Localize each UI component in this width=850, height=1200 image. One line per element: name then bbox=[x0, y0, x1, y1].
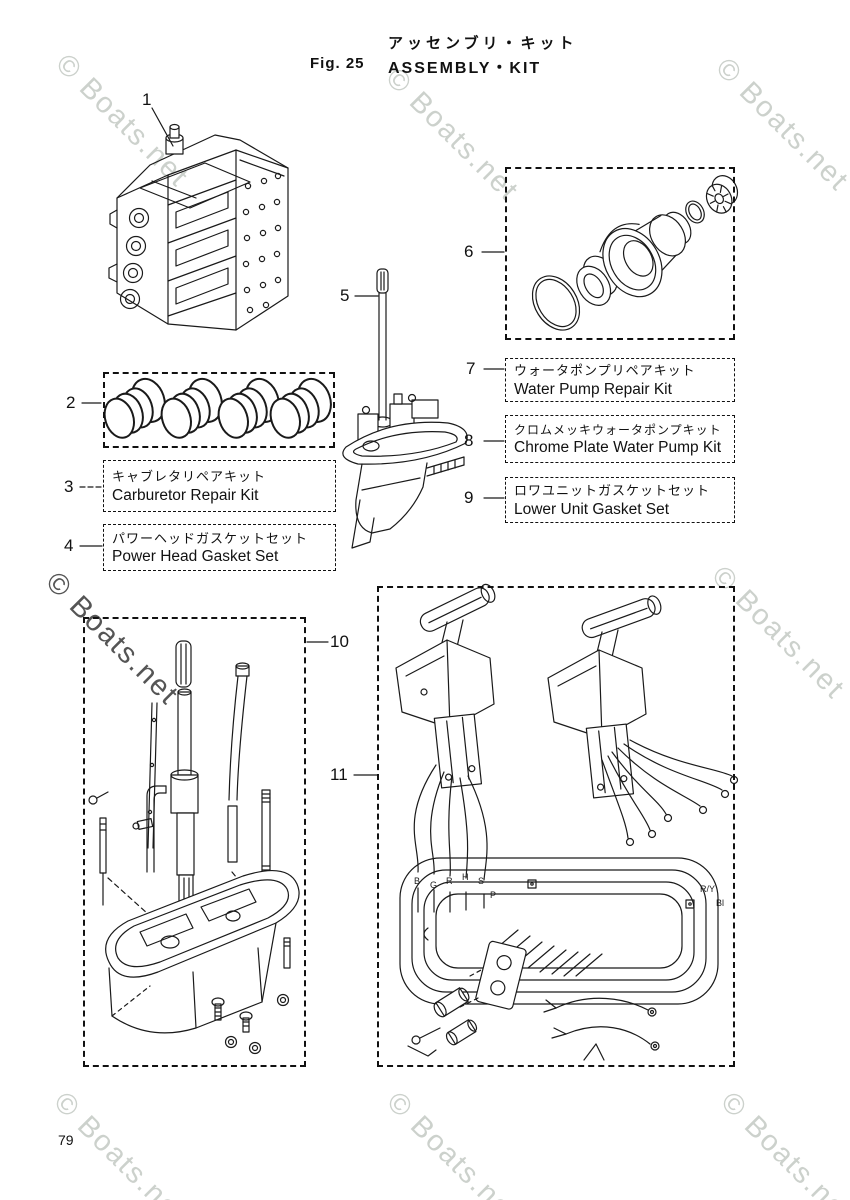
wire-label: G bbox=[430, 880, 437, 890]
wire-label: P bbox=[490, 890, 496, 900]
wire-label: B bbox=[414, 876, 420, 886]
remote-control-box[interactable] bbox=[377, 586, 735, 1067]
kit-label-english: Carburetor Repair Kit bbox=[112, 486, 259, 504]
carburetor-repair-kit-label[interactable]: キャブレタリペアキット Carburetor Repair Kit bbox=[103, 460, 336, 512]
kit-label-japanese: クロムメッキウォータポンプキット bbox=[514, 422, 722, 437]
power-head-gasket-set-label[interactable]: パワーヘッドガスケットセット Power Head Gasket Set bbox=[103, 524, 336, 571]
piston-rings-box[interactable] bbox=[103, 372, 335, 448]
page-title-japanese: アッセンブリ・キット bbox=[388, 35, 578, 52]
gearcase-driveshaft-drawing bbox=[342, 268, 468, 549]
kit-label-english: Lower Unit Gasket Set bbox=[514, 500, 670, 518]
kit-label-japanese: ロワユニットガスケットセット bbox=[514, 483, 711, 499]
lower-unit-exploded-drawing bbox=[88, 640, 300, 1055]
water-pump-exploded-drawing bbox=[531, 175, 739, 331]
engine-block-drawing bbox=[108, 123, 289, 331]
lower-unit-gasket-set-label[interactable]: ロワユニットガスケットセット Lower Unit Gasket Set bbox=[505, 477, 735, 523]
kit-label-english: Chrome Plate Water Pump Kit bbox=[514, 438, 722, 456]
callout-1[interactable]: 1 bbox=[142, 90, 152, 109]
water-pump-repair-kit-label[interactable]: ウォータポンプリペアキット Water Pump Repair Kit bbox=[505, 358, 735, 402]
callout-11[interactable]: 11 bbox=[330, 765, 348, 784]
wire-label: Bl bbox=[716, 898, 724, 908]
kit-label-japanese: キャブレタリペアキット bbox=[112, 469, 267, 485]
kit-label-japanese: ウォータポンプリペアキット bbox=[514, 363, 696, 379]
callout-6[interactable]: 6 bbox=[464, 242, 474, 261]
chrome-plate-water-pump-kit-label[interactable]: クロムメッキウォータポンプキット Chrome Plate Water Pump… bbox=[505, 415, 735, 463]
callout-5[interactable]: 5 bbox=[340, 286, 350, 305]
wire-label: S bbox=[478, 876, 484, 886]
kit-label-english: Power Head Gasket Set bbox=[112, 548, 279, 566]
remote-control-harness-drawing bbox=[395, 583, 739, 1061]
callout-8[interactable]: 8 bbox=[464, 431, 474, 450]
callout-4[interactable]: 4 bbox=[64, 536, 74, 555]
kit-label-english: Water Pump Repair Kit bbox=[514, 380, 672, 398]
wire-label: H bbox=[462, 872, 469, 882]
figure-number: Fig. 25 bbox=[310, 55, 365, 72]
piston-rings-drawing bbox=[103, 377, 332, 439]
water-pump-box[interactable] bbox=[505, 167, 735, 340]
page-number: 79 bbox=[58, 1132, 74, 1148]
callout-7[interactable]: 7 bbox=[466, 359, 476, 378]
wire-label: R/Y bbox=[700, 884, 715, 894]
callout-10[interactable]: 10 bbox=[330, 632, 349, 651]
callout-3[interactable]: 3 bbox=[64, 477, 74, 496]
callout-2[interactable]: 2 bbox=[66, 393, 76, 412]
lower-unit-box[interactable] bbox=[83, 617, 306, 1067]
callout-9[interactable]: 9 bbox=[464, 488, 474, 507]
callout-leader-lines bbox=[79, 107, 505, 776]
wire-label: R bbox=[446, 876, 453, 886]
kit-label-japanese: パワーヘッドガスケットセット bbox=[112, 530, 309, 546]
page-title-english: ASSEMBLY・KIT bbox=[388, 60, 542, 77]
wire-code-labels: B G R H S P R/Y Bl bbox=[414, 872, 724, 908]
